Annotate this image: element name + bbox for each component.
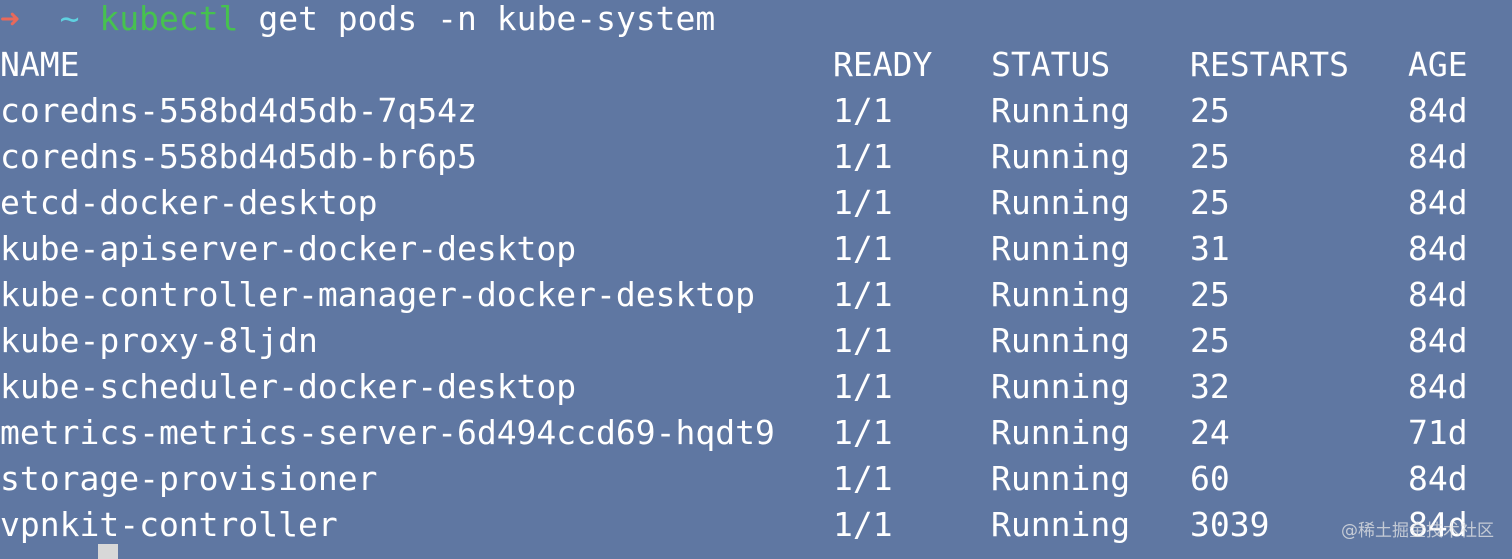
pod-name: kube-controller-manager-docker-desktop xyxy=(0,275,755,314)
pod-restarts: 60 xyxy=(1190,459,1230,498)
pod-name: metrics-metrics-server-6d494ccd69-hqdt9 xyxy=(0,413,775,452)
table-row: kube-controller-manager-docker-desktop 1… xyxy=(0,272,1512,318)
header-name: NAME xyxy=(0,45,80,84)
pod-ready: 1/1 xyxy=(833,275,893,314)
pod-status: Running xyxy=(991,459,1131,498)
pod-restarts: 25 xyxy=(1190,183,1230,222)
pod-restarts: 25 xyxy=(1190,91,1230,130)
pod-name: kube-scheduler-docker-desktop xyxy=(0,367,577,406)
pod-ready: 1/1 xyxy=(833,413,893,452)
pod-age: 84d xyxy=(1408,321,1468,360)
table-row: storage-provisioner 1/1 Running 60 84d xyxy=(0,456,1512,502)
pod-ready: 1/1 xyxy=(833,91,893,130)
header-age: AGE xyxy=(1408,45,1468,84)
pod-ready: 1/1 xyxy=(833,183,893,222)
pod-age: 84d xyxy=(1408,459,1468,498)
pod-restarts: 25 xyxy=(1190,275,1230,314)
table-row: kube-scheduler-docker-desktop 1/1 Runnin… xyxy=(0,364,1512,410)
pod-age: 84d xyxy=(1408,367,1468,406)
header-status: STATUS xyxy=(991,45,1111,84)
pod-ready: 1/1 xyxy=(833,505,893,544)
pod-restarts: 32 xyxy=(1190,367,1230,406)
pod-restarts: 25 xyxy=(1190,137,1230,176)
pod-restarts: 25 xyxy=(1190,321,1230,360)
prompt-arrow-icon: ➜ xyxy=(0,0,20,38)
command-prompt-line: ➜ ~ kubectl get pods -n kube-system xyxy=(0,0,715,42)
pod-name: kube-apiserver-docker-desktop xyxy=(0,229,577,268)
table-row: coredns-558bd4d5db-br6p5 1/1 Running 25 … xyxy=(0,134,1512,180)
pod-name: etcd-docker-desktop xyxy=(0,183,378,222)
table-row: vpnkit-controller 1/1 Running 3039 84d xyxy=(0,502,1512,548)
table-row: kube-apiserver-docker-desktop 1/1 Runnin… xyxy=(0,226,1512,272)
pod-status: Running xyxy=(991,229,1131,268)
pod-age: 84d xyxy=(1408,137,1468,176)
pod-status: Running xyxy=(991,505,1131,544)
table-header-row: NAME READY STATUS RESTARTS AGE xyxy=(0,42,1512,88)
pod-status: Running xyxy=(991,91,1131,130)
pod-status: Running xyxy=(991,275,1131,314)
pod-name: storage-provisioner xyxy=(0,459,378,498)
pod-name: coredns-558bd4d5db-7q54z xyxy=(0,91,477,130)
prompt-cwd: ~ xyxy=(59,0,80,38)
table-row: coredns-558bd4d5db-7q54z 1/1 Running 25 … xyxy=(0,88,1512,134)
pod-restarts: 3039 xyxy=(1190,505,1270,544)
pod-age: 84d xyxy=(1408,505,1468,544)
pod-restarts: 24 xyxy=(1190,413,1230,452)
table-row: metrics-metrics-server-6d494ccd69-hqdt9 … xyxy=(0,410,1512,456)
pod-status: Running xyxy=(991,413,1131,452)
pod-age: 84d xyxy=(1408,229,1468,268)
pod-age: 84d xyxy=(1408,183,1468,222)
pod-age: 71d xyxy=(1408,413,1468,452)
pod-age: 84d xyxy=(1408,275,1468,314)
table-row: kube-proxy-8ljdn 1/1 Running 25 84d xyxy=(0,318,1512,364)
pod-status: Running xyxy=(991,321,1131,360)
pod-name: kube-proxy-8ljdn xyxy=(0,321,318,360)
pod-restarts: 31 xyxy=(1190,229,1230,268)
pod-ready: 1/1 xyxy=(833,321,893,360)
header-ready: READY xyxy=(833,45,933,84)
pod-ready: 1/1 xyxy=(833,367,893,406)
command-program: kubectl xyxy=(99,0,239,38)
pod-ready: 1/1 xyxy=(833,137,893,176)
command-args: get pods -n kube-system xyxy=(258,0,716,38)
pod-status: Running xyxy=(991,367,1131,406)
terminal-cursor xyxy=(98,544,118,559)
header-restarts: RESTARTS xyxy=(1190,45,1349,84)
pod-status: Running xyxy=(991,137,1131,176)
pod-age: 84d xyxy=(1408,91,1468,130)
pod-status: Running xyxy=(991,183,1131,222)
watermark: @稀土掘金技术社区 xyxy=(1341,521,1494,541)
pod-name: vpnkit-controller xyxy=(0,505,338,544)
table-row: etcd-docker-desktop 1/1 Running 25 84d xyxy=(0,180,1512,226)
pod-ready: 1/1 xyxy=(833,229,893,268)
pod-ready: 1/1 xyxy=(833,459,893,498)
pod-name: coredns-558bd4d5db-br6p5 xyxy=(0,137,477,176)
